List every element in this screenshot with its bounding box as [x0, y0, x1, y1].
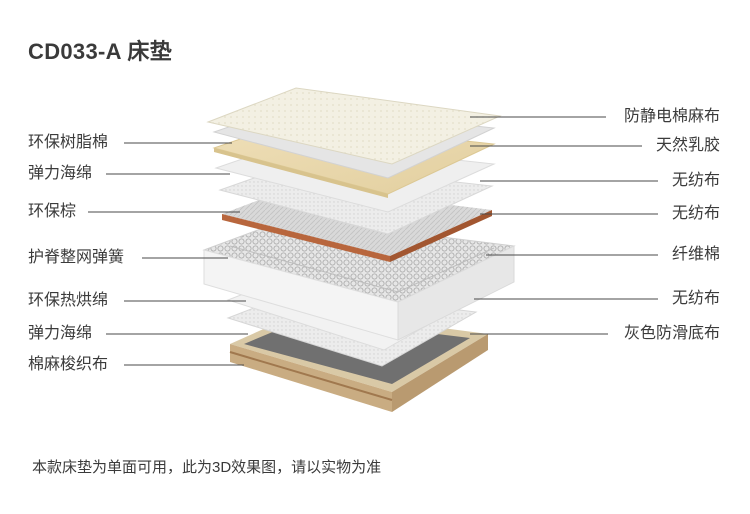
label-fiber-cotton: 纤维棉 — [672, 246, 720, 264]
label-nonwoven-2: 无纺布 — [672, 205, 720, 223]
label-antistatic-fabric: 防静电棉麻布 — [624, 108, 720, 126]
label-nonwoven-1: 无纺布 — [672, 172, 720, 190]
label-natural-latex: 天然乳胶 — [656, 137, 720, 155]
footer-note: 本款床垫为单面可用，此为3D效果图，请以实物为准 — [32, 456, 381, 477]
label-elastic-foam-lower: 弹力海绵 — [28, 325, 92, 343]
label-nonwoven-3: 无纺布 — [672, 290, 720, 308]
label-eco-resin-cotton: 环保树脂棉 — [28, 134, 108, 152]
label-spinal-spring: 护脊整网弹簧 — [28, 249, 124, 267]
right-leader-lines — [470, 117, 658, 334]
label-eco-palm: 环保棕 — [28, 203, 76, 221]
label-elastic-foam-upper: 弹力海绵 — [28, 165, 92, 183]
label-grey-antislip-base: 灰色防滑底布 — [624, 325, 720, 343]
label-hot-air-cotton: 环保热烘绵 — [28, 292, 108, 310]
label-cotton-linen-woven: 棉麻梭织布 — [28, 356, 108, 374]
